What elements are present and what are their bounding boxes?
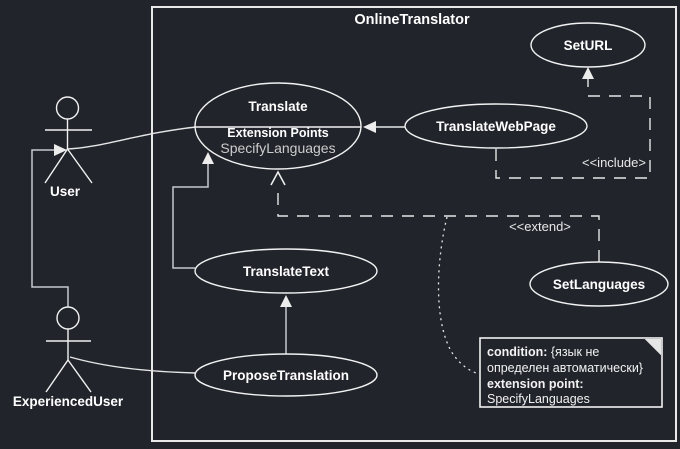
seturl-ellipse[interactable]: [530, 22, 646, 68]
experienceduser-head: [56, 306, 80, 330]
generalization-experienceduser-user[interactable]: [31, 149, 69, 307]
user-head: [55, 96, 80, 120]
setlanguages-ellipse[interactable]: [529, 261, 669, 307]
note-line-4: SpecifyLanguages: [487, 392, 590, 406]
translatewebpage-label: TranslateWebPage: [436, 119, 556, 134]
use-case-proposetranslation[interactable]: ProposeTranslation: [194, 353, 378, 397]
proposetranslation-ellipse[interactable]: [194, 353, 378, 397]
actor-experienceduser[interactable]: ExperiencedUser: [13, 306, 124, 409]
proposetranslation-arrowhead: [280, 295, 292, 307]
translate-extension-point-name: SpecifyLanguages: [220, 140, 335, 156]
actor-user[interactable]: User: [44, 96, 93, 199]
translatewebpage-ellipse[interactable]: [404, 103, 588, 149]
edge-translatetext-translate[interactable]: [172, 162, 209, 269]
note-connector[interactable]: [437, 216, 480, 375]
note-box[interactable]: [479, 337, 663, 408]
translate-ellipse[interactable]: [194, 82, 362, 170]
setlanguages-label: SetLanguages: [553, 277, 645, 292]
seturl-label: SetURL: [564, 38, 613, 53]
experienceduser-label: ExperiencedUser: [13, 394, 124, 409]
translate-title: Translate: [248, 99, 308, 114]
extend-edge[interactable]: [277, 188, 600, 262]
association-experienceduser-proposetranslation[interactable]: [69, 356, 197, 374]
translatewebpage-arrowhead: [363, 121, 376, 133]
note-fold-line: [643, 338, 662, 357]
use-case-translatetext[interactable]: TranslateText: [194, 248, 378, 294]
use-case-seturl[interactable]: SetURL: [530, 22, 646, 68]
experienceduser-leg-right: [67, 359, 92, 393]
extend-label: <<extend>: [509, 219, 571, 234]
user-leg-left: [44, 148, 69, 184]
note-line-3: extension point:: [487, 377, 584, 391]
note-line-1: condition: {язык не: [487, 345, 599, 359]
use-case-setlanguages[interactable]: SetLanguages: [529, 261, 669, 307]
note-extension-condition[interactable]: condition: {язык не определен автоматиче…: [479, 337, 663, 408]
translate-extension-points-header: Extension Points: [227, 126, 328, 140]
association-user-translate[interactable]: [66, 126, 197, 150]
translatetext-arrowhead: [202, 152, 214, 164]
user-label: User: [50, 184, 81, 199]
use-case-translatewebpage[interactable]: TranslateWebPage: [404, 103, 588, 149]
user-leg-right: [66, 148, 93, 184]
include-edge[interactable]: [495, 79, 651, 179]
extend-open-arrowhead: [270, 170, 286, 186]
include-label: <<include>: [582, 155, 646, 170]
translatetext-ellipse[interactable]: [194, 248, 378, 294]
translatetext-label: TranslateText: [243, 264, 330, 279]
system-title: OnlineTranslator: [354, 12, 470, 28]
include-arrowhead: [582, 67, 594, 79]
system-boundary[interactable]: [151, 6, 677, 442]
generalization-arrowhead: [54, 144, 67, 156]
note-line-2: определен автоматически}: [487, 361, 643, 375]
proposetranslation-label: ProposeTranslation: [223, 368, 349, 383]
experienceduser-leg-left: [45, 359, 69, 393]
use-case-translate[interactable]: Translate Extension Points SpecifyLangua…: [194, 82, 362, 170]
